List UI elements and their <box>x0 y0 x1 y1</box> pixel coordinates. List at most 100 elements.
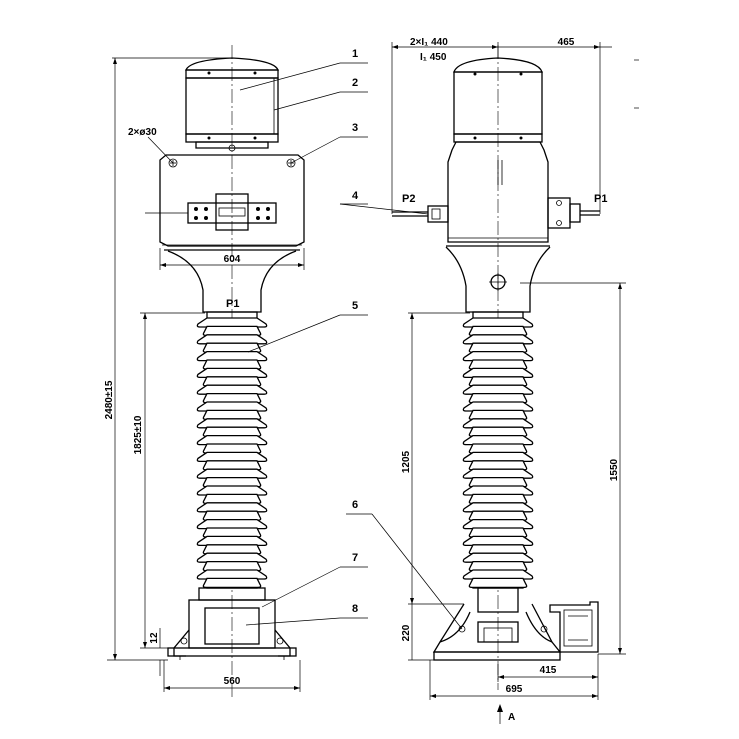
insulator-shed <box>202 527 262 538</box>
dimension-values: 2480±15 1825±10 12 604 560 1205 1550 220… <box>104 37 620 695</box>
insulator-shed <box>468 510 528 521</box>
callout-1: 1 <box>352 48 358 60</box>
insulator-shed <box>202 325 262 337</box>
primary-terminal-bar <box>145 193 277 231</box>
side-insulator <box>462 311 534 589</box>
callout-5: 5 <box>352 300 358 312</box>
insulator-shed <box>462 552 534 563</box>
insulator-shed <box>196 350 268 362</box>
insulator-shed <box>196 334 268 345</box>
dim-base-height: 220 <box>401 624 412 641</box>
insulator-shed <box>462 334 534 345</box>
insulator-shed <box>202 392 262 404</box>
dimension-lines <box>107 42 639 724</box>
insulator-shed <box>462 485 534 496</box>
side-base <box>432 587 599 661</box>
insulator-shed <box>468 342 528 353</box>
insulator-shed <box>202 426 262 437</box>
insulator-shed <box>202 460 262 471</box>
insulator-shed <box>462 317 534 328</box>
front-insulator <box>196 311 268 589</box>
insulator-shed <box>468 577 528 589</box>
holes-note: 2×ø30 <box>128 127 157 138</box>
insulator-shed <box>196 485 268 496</box>
insulator-shed <box>468 392 528 404</box>
callout-7: 7 <box>352 552 358 564</box>
callout-6: 6 <box>352 499 358 511</box>
insulator-shed <box>196 418 268 429</box>
view-a-label: A <box>508 712 515 723</box>
insulator-shed <box>196 552 268 563</box>
insulator-shed <box>468 476 528 488</box>
insulator-shed <box>468 376 528 387</box>
head-housing <box>159 141 305 251</box>
insulator-shed <box>468 560 528 572</box>
insulator-shed <box>202 342 262 353</box>
insulator-shed <box>462 502 534 513</box>
front-view <box>145 45 305 700</box>
dim-insulator-height: 1825±10 <box>133 415 144 454</box>
terminal-p1-side-label: P1 <box>594 193 607 205</box>
insulator-shed <box>202 510 262 521</box>
insulator-shed <box>196 518 268 530</box>
insulator-shed <box>468 359 528 370</box>
insulator-shed <box>196 535 268 547</box>
insulator-shed <box>196 502 268 513</box>
insulator-shed <box>202 476 262 488</box>
insulator-shed <box>462 350 534 362</box>
insulator-shed <box>468 426 528 437</box>
dim-1550: 1550 <box>609 458 620 481</box>
dim-base-plate: 12 <box>149 632 160 644</box>
insulator-shed <box>468 443 528 454</box>
dim-terminal-spacing-2: I₁ 450 <box>420 52 447 63</box>
insulator-shed <box>202 409 262 421</box>
insulator-shed <box>462 569 534 580</box>
callout-3: 3 <box>352 122 358 134</box>
callout-8: 8 <box>352 603 358 615</box>
insulator-shed <box>468 325 528 337</box>
dim-1205: 1205 <box>401 450 412 473</box>
insulator-shed <box>202 443 262 454</box>
insulator-shed <box>202 493 262 505</box>
insulator-shed <box>202 560 262 572</box>
insulator-shed <box>202 544 262 555</box>
insulator-shed <box>462 535 534 547</box>
dim-base-width: 560 <box>224 676 241 687</box>
dim-terminal-spacing: 2×I₁ 440 <box>410 37 448 48</box>
insulator-shed <box>196 384 268 395</box>
insulator-shed <box>196 451 268 463</box>
insulator-shed <box>196 468 268 479</box>
callout-4: 4 <box>352 190 359 202</box>
insulator-shed <box>468 527 528 538</box>
side-head-housing <box>392 141 600 247</box>
dim-box-offset: 415 <box>540 665 557 676</box>
insulator-shed <box>202 359 262 370</box>
callout-numbers: 1 2 3 4 5 6 7 8 <box>352 48 359 615</box>
dim-terminal-offset: 465 <box>558 37 575 48</box>
insulator-shed <box>462 434 534 446</box>
callout-leaders <box>239 62 463 630</box>
dim-overall-height: 2480±15 <box>104 380 115 419</box>
insulator-shed <box>468 493 528 505</box>
terminal-p2-label: P2 <box>402 193 415 205</box>
insulator-shed <box>462 468 534 479</box>
insulator-shed <box>462 451 534 463</box>
insulator-shed <box>462 384 534 395</box>
insulator-shed <box>196 317 268 328</box>
callout-2: 2 <box>352 77 358 89</box>
insulator-shed <box>202 577 262 589</box>
dim-base-depth: 695 <box>506 684 523 695</box>
insulator-shed <box>196 401 268 412</box>
terminal-p1-front-label: P1 <box>226 298 239 310</box>
insulator-shed <box>196 434 268 446</box>
insulator-shed <box>462 418 534 429</box>
insulator-shed <box>468 460 528 471</box>
insulator-shed <box>462 367 534 379</box>
side-view <box>392 45 600 690</box>
insulator-shed <box>196 367 268 379</box>
dim-head-width: 604 <box>224 254 241 265</box>
insulator-shed <box>468 409 528 421</box>
insulator-shed <box>462 518 534 530</box>
insulator-shed <box>202 376 262 387</box>
annotation-labels: 2×ø30 P2 P1 P1 A <box>128 127 607 723</box>
